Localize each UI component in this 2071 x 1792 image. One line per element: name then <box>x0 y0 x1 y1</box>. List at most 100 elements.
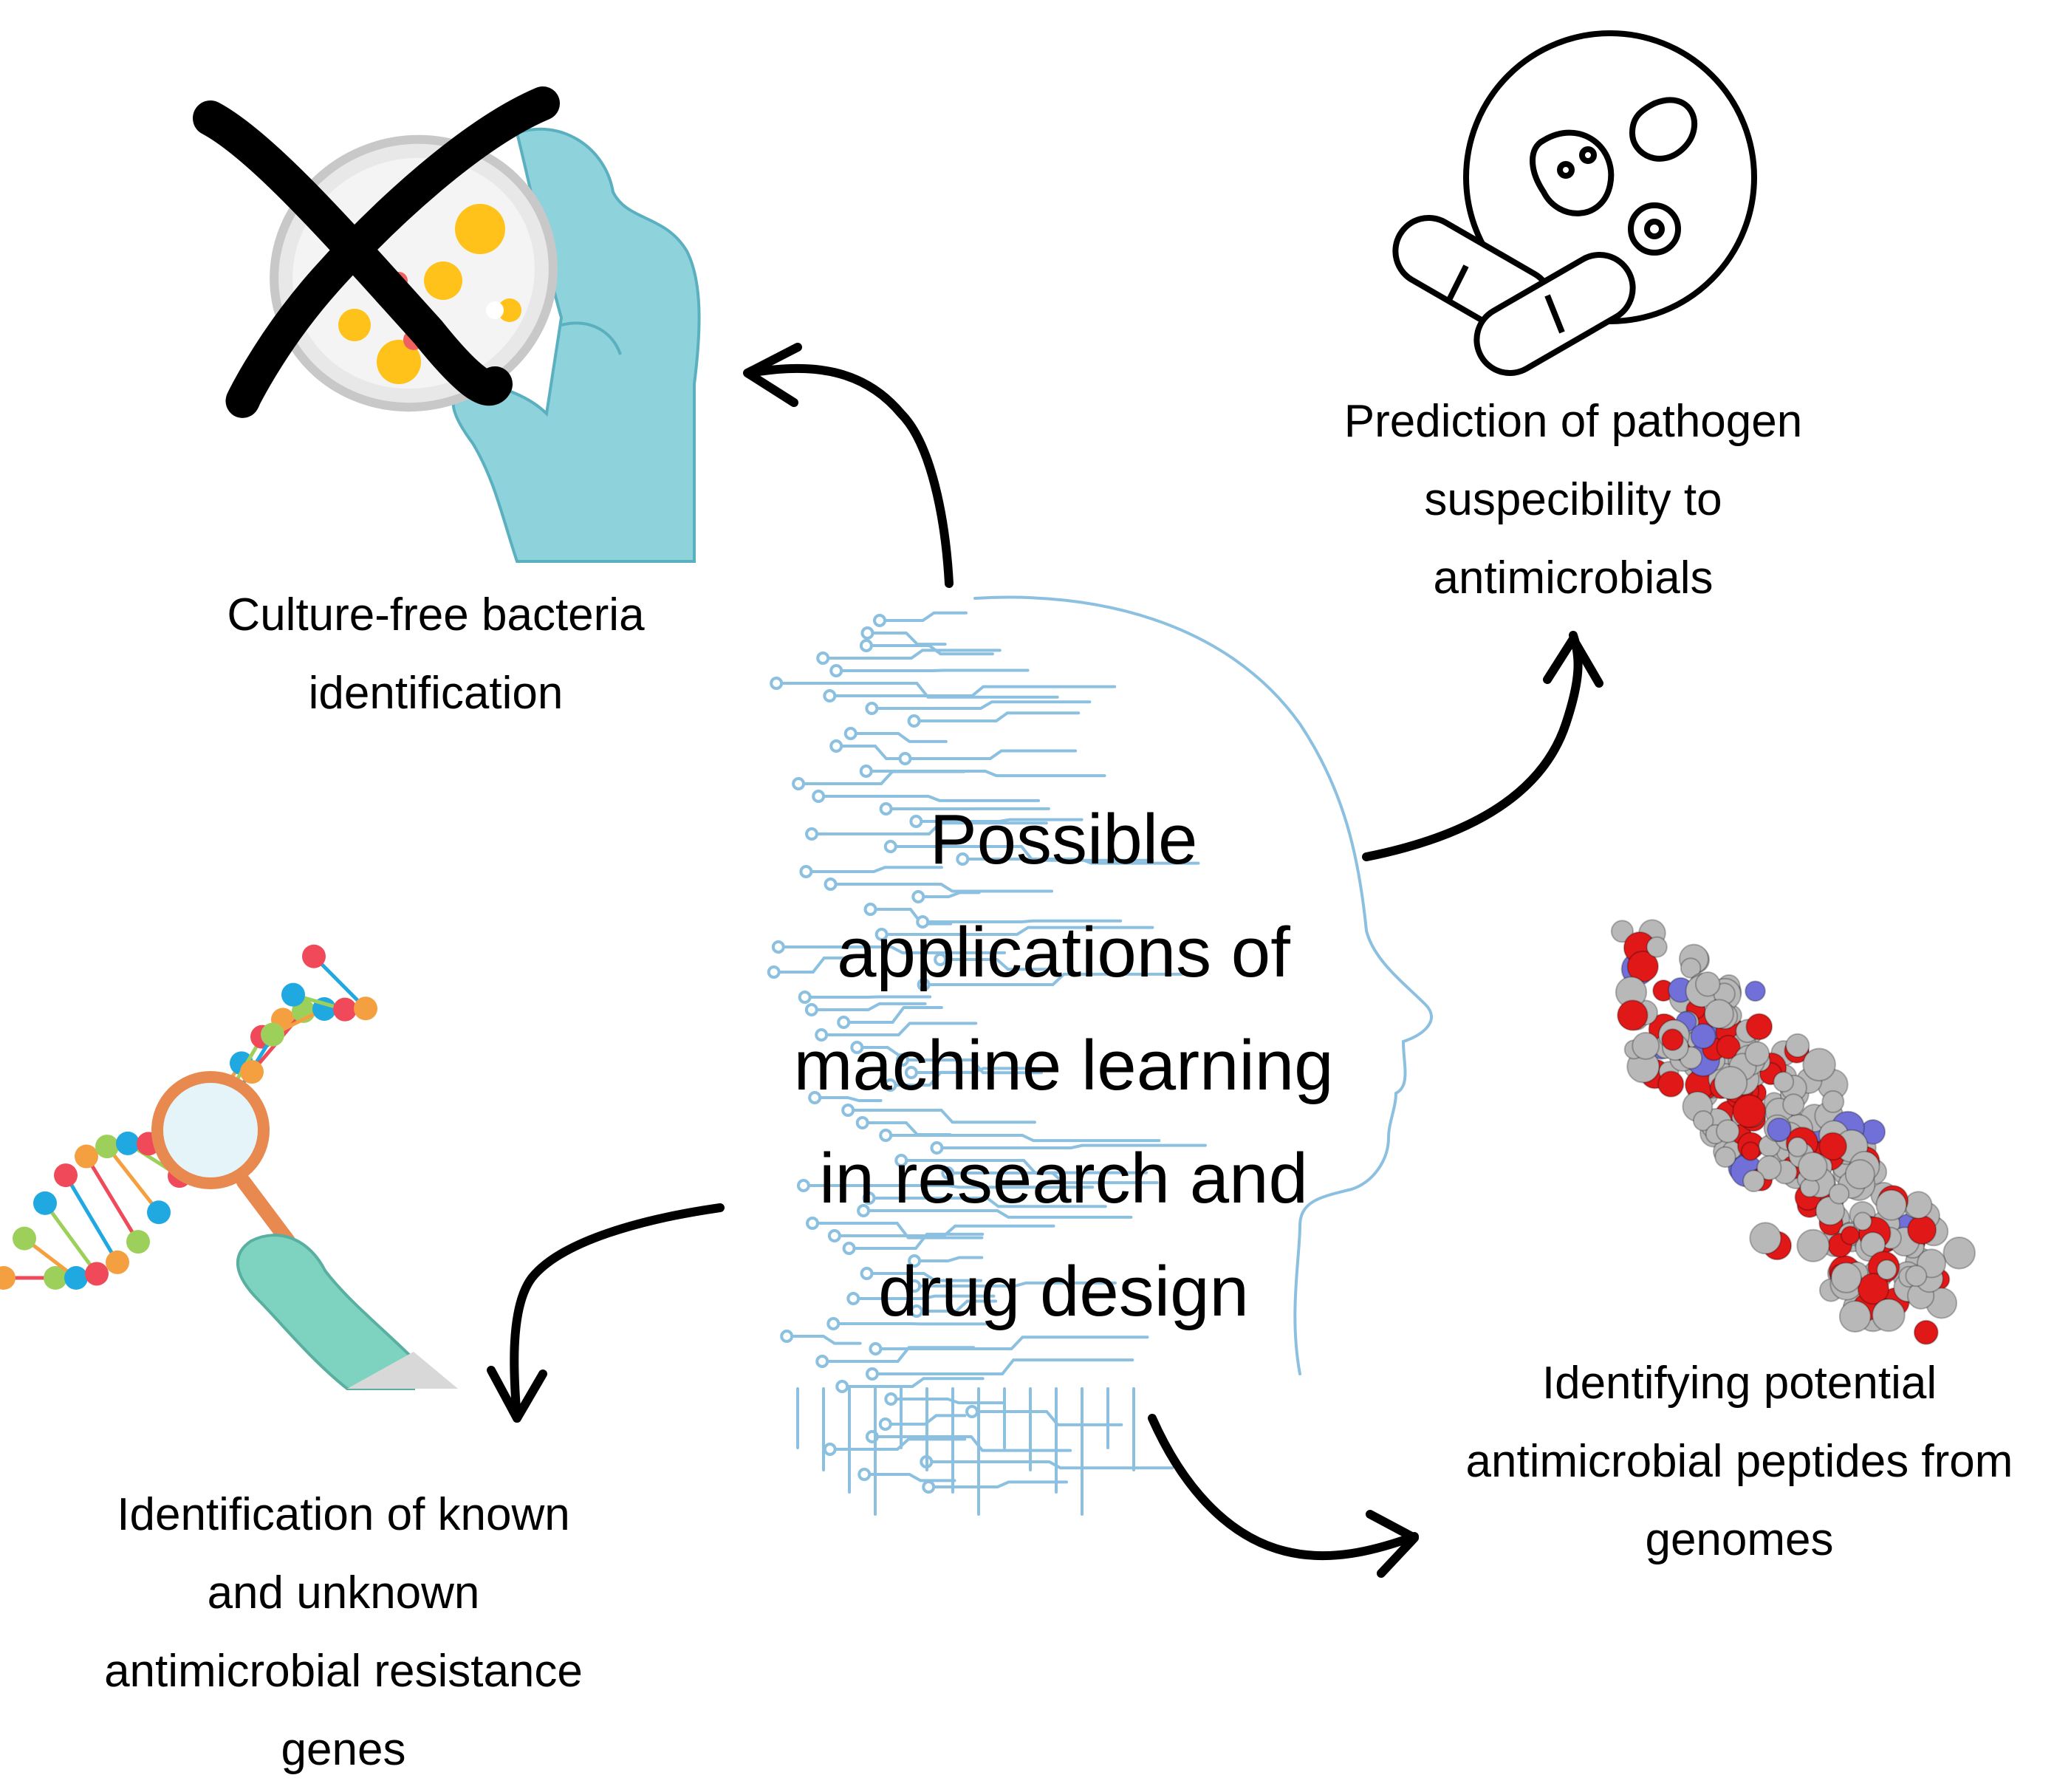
circuit-trace <box>849 732 948 743</box>
circuit-trace <box>927 1480 1068 1488</box>
peptide-atom <box>1690 1023 1716 1050</box>
culture-free-line-2: identification <box>308 668 564 719</box>
circuit-trace <box>946 1172 1159 1185</box>
peptide-atom <box>1787 1136 1808 1157</box>
arrow-to-peptides <box>1148 1414 1419 1561</box>
circuit-trace <box>847 1232 985 1250</box>
circuit-node <box>860 626 874 640</box>
circuit-trace <box>914 818 1084 823</box>
center-line-4: in research and <box>819 1139 1308 1218</box>
peptide-atom <box>1714 1146 1736 1169</box>
circuit-node <box>865 702 879 715</box>
peptide-atom <box>1694 971 1721 997</box>
peptide-atom <box>1942 1237 1976 1270</box>
circuit-node <box>799 865 813 878</box>
circuit-node <box>804 1003 818 1016</box>
circuit-trace <box>878 611 968 622</box>
dna-base <box>116 1131 140 1155</box>
peptide-molecule-illustration <box>1610 919 1976 1345</box>
circuit-trace <box>813 1096 883 1103</box>
circuit-trace <box>842 1006 943 1024</box>
circuit-node <box>823 689 837 702</box>
circuit-node <box>884 1392 898 1406</box>
circuit-trace <box>925 1460 1174 1470</box>
dna-base <box>261 1022 284 1047</box>
circuit-node <box>837 1016 851 1029</box>
peptides-line-3: genomes <box>1645 1514 1834 1565</box>
circuit-trace <box>971 1410 1123 1426</box>
arrowhead-pathogen <box>1543 635 1603 688</box>
circuit-node <box>792 777 806 790</box>
circuit-trace <box>772 956 854 974</box>
circuit-node <box>865 1367 879 1381</box>
dna-base <box>64 1266 88 1290</box>
circuit-trace <box>921 919 1123 923</box>
circuit-node <box>829 664 843 677</box>
peptide-atom <box>1740 1141 1761 1161</box>
peptide-atom <box>1626 950 1660 983</box>
peptide-atom <box>1756 1155 1782 1181</box>
peptide-atom <box>1617 999 1649 1031</box>
dna-base <box>54 1163 78 1188</box>
peptide-atom <box>1821 1090 1845 1113</box>
peptide-atom <box>1876 1259 1897 1281</box>
peptide-atom <box>1852 1211 1872 1231</box>
circuit-trace <box>880 926 1154 936</box>
peptide-atom <box>1680 957 1702 979</box>
resistance-line-4: genes <box>281 1724 406 1775</box>
circuit-trace <box>869 908 953 926</box>
circuit-trace <box>811 1222 984 1239</box>
dna-base <box>333 997 357 1022</box>
circuit-trace <box>883 1414 967 1426</box>
circuit-trace <box>889 1070 971 1087</box>
circuit-node <box>860 1267 874 1280</box>
dna-base <box>147 1200 171 1225</box>
circuit-trace <box>912 711 1081 722</box>
circuit-trace <box>884 1134 1161 1143</box>
resistance-line-1: Identification of known <box>117 1489 570 1540</box>
dna-base <box>240 1060 264 1084</box>
peptide-atom <box>1714 1066 1748 1100</box>
circuit-trace <box>913 1256 984 1262</box>
arrow-to-culture-free <box>745 363 954 588</box>
circuit-trace <box>821 1346 976 1363</box>
peptide-atom <box>1840 1225 1861 1245</box>
circuit-trace <box>776 945 1007 954</box>
circuit-trace <box>913 1281 1117 1287</box>
circuit-trace <box>939 958 1055 971</box>
circuit-trace <box>914 1299 998 1313</box>
circuit-node <box>916 915 930 929</box>
circuit-node <box>835 1380 849 1393</box>
circuit-trace <box>852 1294 996 1300</box>
circuit-node <box>883 1078 897 1092</box>
dna-magnifier-illustration <box>0 944 458 1390</box>
circuit-trace <box>821 649 1002 660</box>
peptide-atom <box>1767 1117 1792 1143</box>
circuit-node <box>956 852 970 866</box>
circuit-node <box>855 1116 869 1129</box>
bacteria-pills-icon <box>1392 30 1757 376</box>
circuit-trace <box>862 1209 1133 1219</box>
circuit-trace <box>817 795 1041 802</box>
circuit-node <box>873 614 887 627</box>
peptide-atom <box>1773 1071 1795 1092</box>
peptide-atom <box>1704 999 1734 1029</box>
circuit-node <box>908 1279 922 1293</box>
circuit-node <box>911 890 925 903</box>
dna-base <box>281 982 305 1007</box>
culture-free-line-1: Culture-free bacteria <box>227 589 645 640</box>
circuit-trace <box>785 1335 862 1345</box>
peptide-atom <box>1796 1228 1830 1262</box>
circuit-node <box>767 965 781 979</box>
dna-base <box>106 1250 129 1274</box>
peptide-atom <box>1857 1273 1890 1305</box>
node-pathogen-prediction: Prediction of pathogen suspecibility to … <box>1270 383 1876 618</box>
circuit-trace <box>841 1377 985 1388</box>
peptide-atom <box>1646 936 1668 958</box>
circuit-trace <box>922 972 1184 986</box>
peptide-atom <box>1802 1047 1836 1082</box>
circuit-node <box>806 1217 820 1230</box>
peptide-atom <box>1875 1189 1907 1221</box>
circuit-node <box>841 1104 855 1117</box>
peptide-atom <box>1838 1300 1872 1333</box>
